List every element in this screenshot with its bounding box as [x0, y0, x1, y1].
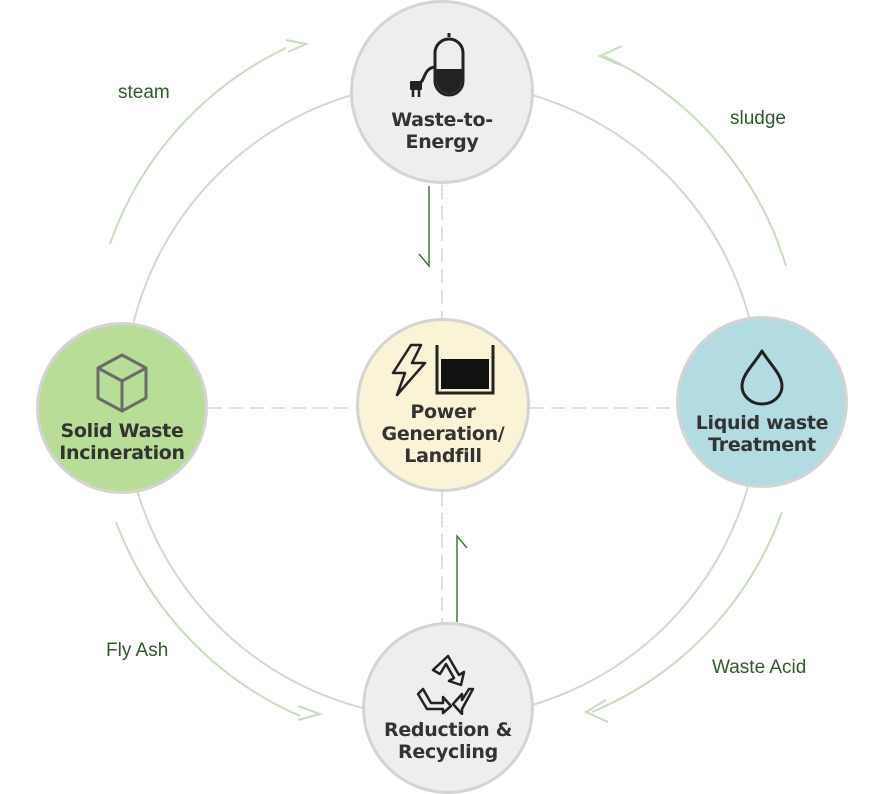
node-reduction-recycling: Reduction & Recycling	[362, 622, 534, 794]
recycle-icon	[416, 654, 475, 715]
flow-label-sludge: sludge	[730, 108, 786, 129]
arrow-down	[418, 186, 430, 268]
label-line: Landfill	[404, 445, 482, 467]
label-line: Waste-to-	[391, 109, 493, 131]
label-line: Treatment	[708, 434, 816, 456]
label-line: Incineration	[59, 442, 185, 464]
arc-waste-acid	[591, 511, 783, 713]
flow-label-fly-ash: Fly Ash	[106, 640, 169, 661]
battery-plug-icon	[410, 33, 465, 97]
node-label-liquid-waste: Liquid waste Treatment	[696, 412, 829, 456]
node-liquid-waste: Liquid waste Treatment	[676, 316, 848, 488]
flow-label-waste-acid: Waste Acid	[712, 657, 807, 678]
node-waste-to-energy: Waste-to- Energy	[350, 0, 534, 184]
water-drop-icon	[740, 349, 784, 406]
label-line: Power	[410, 401, 476, 423]
lightning-bin-icon	[391, 343, 495, 397]
arc-steam	[109, 47, 287, 245]
arc-fly-ash	[115, 521, 301, 717]
node-label-power-generation: Power Generation/ Landfill	[382, 401, 505, 467]
label-line: Recycling	[398, 741, 498, 763]
node-label-solid-waste: Solid Waste Incineration	[59, 420, 185, 464]
node-label-reduction-recycling: Reduction & Recycling	[384, 719, 512, 763]
label-line: Liquid waste	[695, 412, 829, 434]
flow-label-steam: steam	[118, 82, 170, 103]
cube-icon	[96, 353, 148, 413]
dashed-connectors	[208, 185, 676, 622]
label-line: Generation/	[381, 423, 505, 445]
arrow-up	[456, 534, 468, 622]
arc-sludge	[603, 55, 787, 267]
label-line: Solid Waste	[60, 420, 184, 442]
label-line: Energy	[405, 131, 479, 153]
center-arrows	[418, 186, 468, 622]
label-line: Reduction &	[384, 719, 512, 741]
node-solid-waste: Solid Waste Incineration	[36, 322, 208, 494]
node-label-waste-to-energy: Waste-to- Energy	[391, 109, 493, 153]
flow-arcs	[109, 39, 787, 723]
node-power-generation: Power Generation/ Landfill	[356, 318, 530, 492]
